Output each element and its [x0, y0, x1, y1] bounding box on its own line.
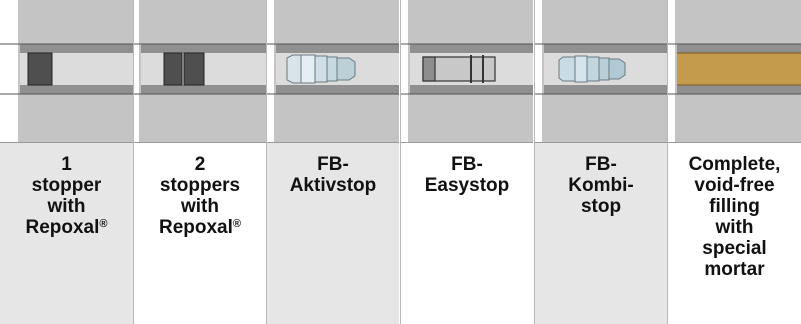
easystop-plug: [422, 55, 496, 83]
method-label: FB- Aktivstop: [289, 154, 377, 196]
label-panel: Complete, void-free filling with special…: [668, 143, 801, 324]
label-panel: FB- Kombi- stop: [535, 143, 667, 324]
wall-edge: [401, 0, 408, 142]
mortar-filled-illustration: [668, 0, 801, 143]
mortar-fill: [677, 53, 801, 85]
wall-edge: [134, 0, 139, 142]
method-label: FB- Easystop: [424, 154, 510, 196]
label-panel: 1 stopper with Repoxal®: [0, 143, 133, 324]
kombistop-plug: [558, 55, 626, 83]
fb-easystop-illustration: [401, 0, 533, 143]
wall-edge: [0, 0, 18, 142]
method-label: FB- Kombi- stop: [568, 154, 634, 217]
column-mortar: Complete, void-free filling with special…: [667, 0, 801, 324]
column-kombistop: FB- Kombi- stop: [534, 0, 667, 324]
method-label: 1 stopper with Repoxal®: [25, 154, 108, 238]
column-easystop: FB- Easystop: [400, 0, 533, 324]
column-two-stoppers: 2 stoppers with Repoxal®: [133, 0, 266, 324]
method-label: Complete, void-free filling with special…: [688, 154, 781, 280]
one-stopper-repoxal-illustration: [0, 0, 133, 143]
aktivstop-plug: [286, 54, 356, 84]
wall-edge: [668, 0, 675, 142]
column-one-stopper: 1 stopper with Repoxal®: [0, 0, 133, 324]
wall-edge: [535, 0, 542, 142]
stopper-block-2: [183, 52, 205, 86]
label-panel: FB- Easystop: [401, 143, 533, 324]
fb-kombistop-illustration: [535, 0, 667, 143]
column-aktivstop: FB- Aktivstop: [266, 0, 399, 324]
method-label: 2 stoppers with Repoxal®: [158, 154, 242, 238]
label-panel: 2 stoppers with Repoxal®: [134, 143, 266, 324]
two-stoppers-repoxal-illustration: [134, 0, 266, 143]
fb-aktivstop-illustration: [267, 0, 399, 143]
stopper-block: [27, 52, 53, 86]
stopper-block-1: [163, 52, 183, 86]
wall-edge: [267, 0, 274, 142]
label-panel: FB- Aktivstop: [267, 143, 399, 324]
